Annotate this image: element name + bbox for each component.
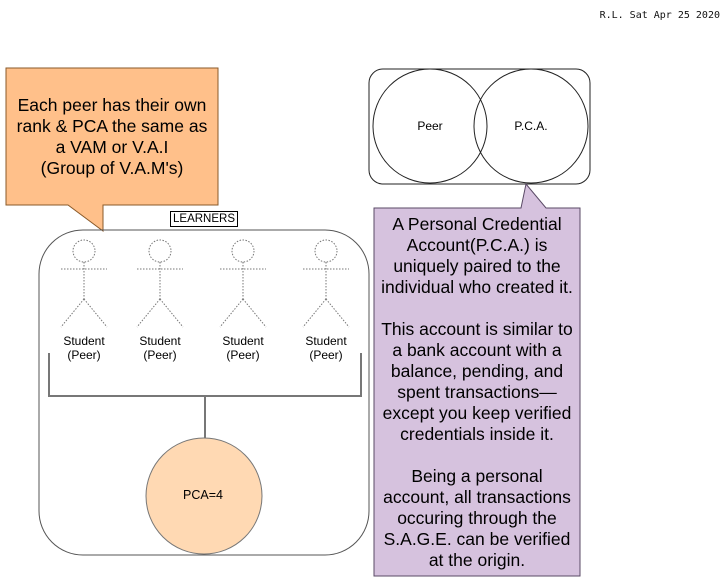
- pca-circle: [145, 437, 263, 555]
- venn-peer-circle: [372, 68, 488, 184]
- student-label-1: Student (Peer): [63, 334, 105, 362]
- learners-container: [38, 229, 370, 556]
- venn-peer-label: Peer: [417, 119, 443, 133]
- student-figure-2: [136, 239, 184, 328]
- timestamp-stamp: R.L. Sat Apr 25 2020: [599, 10, 720, 21]
- pca-callout-text: A Personal Credential Account(P.C.A.) is…: [381, 213, 573, 570]
- student-figure-1: [60, 239, 108, 328]
- student-label-2: Student (Peer): [139, 334, 181, 362]
- student-figure-3: [219, 239, 267, 328]
- venn-container: [368, 68, 591, 185]
- pca-callout-shape: [373, 182, 581, 577]
- peer-callout-shape: [5, 67, 219, 232]
- venn-pca-label: P.C.A.: [514, 119, 548, 133]
- students-bracket: [48, 353, 362, 438]
- peer-callout-text: Each peer has their own rank & PCA the s…: [16, 94, 208, 178]
- student-label-4: Student (Peer): [305, 334, 347, 362]
- pca-count-label: PCA=4: [183, 488, 223, 502]
- venn-pca-circle: [473, 68, 589, 184]
- student-figure-4: [302, 239, 350, 328]
- learners-title: LEARNERS: [170, 211, 238, 227]
- student-label-3: Student (Peer): [222, 334, 264, 362]
